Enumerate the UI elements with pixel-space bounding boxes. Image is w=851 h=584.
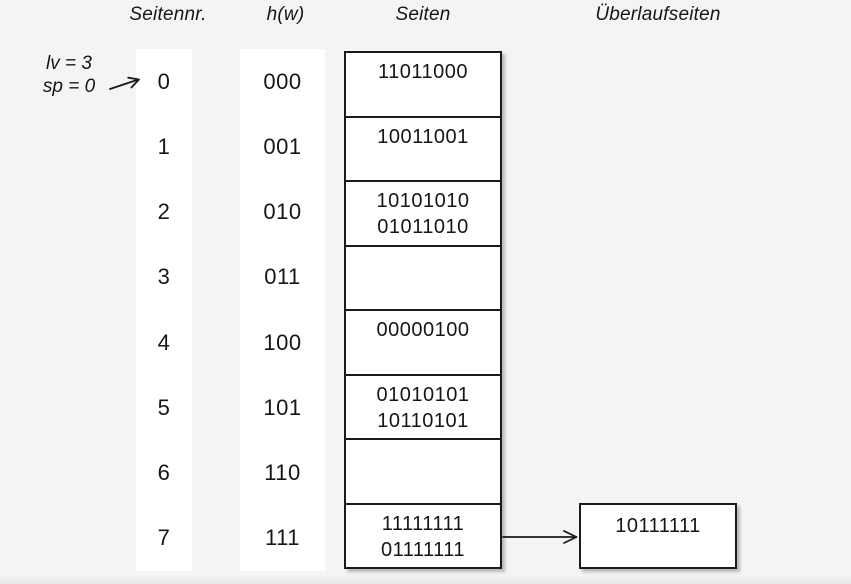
split-pointer-value: sp = 0 [42, 76, 96, 97]
page-entry: 10011001 [377, 125, 469, 148]
page-cell [346, 244, 500, 310]
page-entry: 11111111 [381, 512, 465, 535]
page-number: 6 [157, 460, 171, 486]
column-header-seitennr: Seitennr. [129, 4, 207, 25]
hash-value: 000 [263, 68, 302, 94]
page-number: 1 [157, 133, 171, 159]
split-pointer-arrow [109, 76, 140, 90]
state-annotation: lv = 3 sp = 0 [30, 52, 108, 98]
hash-value: 111 [265, 525, 300, 551]
page-entry: 01010101 [376, 383, 470, 406]
hash-value: 101 [263, 394, 302, 420]
hash-value: 001 [263, 133, 302, 159]
page-cell: 11011000 [346, 53, 500, 116]
page-entry: 10101010 [376, 190, 470, 212]
page-cell: 10011001 [346, 115, 500, 181]
page-number: 3 [157, 264, 171, 290]
page-cell: 11111111 01111111 [346, 502, 500, 568]
page-entry: 01111111 [380, 538, 466, 561]
overflow-entry: 10111111 [615, 515, 701, 537]
hw-column-background [240, 49, 325, 571]
page-cell [346, 438, 500, 503]
page-number: 5 [157, 394, 171, 420]
pages-box: 11011000 10011001 10101010 01011010 0000… [344, 51, 502, 569]
seitennr-column-background [136, 49, 192, 571]
hw-column: 000 001 010 011 100 101 110 111 [240, 49, 325, 571]
page-number: 2 [157, 199, 171, 225]
page-number: 4 [157, 329, 171, 355]
page-number: 7 [157, 525, 171, 551]
page-entry: 01011010 [377, 216, 469, 238]
overflow-page-box: 10111111 [579, 503, 737, 569]
hash-value: 011 [264, 264, 301, 290]
page-entry: 00000100 [376, 319, 470, 341]
level-value: lv = 3 [46, 53, 92, 74]
page-entry: 10110101 [377, 409, 469, 432]
hash-value: 110 [264, 460, 301, 486]
column-header-ueberlaufseiten: Überlaufseiten [595, 4, 721, 25]
overflow-arrow [502, 530, 578, 544]
page-cell: 10101010 01011010 [346, 180, 500, 245]
page-cell: 01010101 10110101 [346, 373, 500, 439]
hash-value: 010 [263, 199, 302, 225]
page-number: 0 [157, 68, 171, 94]
page-cell: 00000100 [346, 309, 500, 374]
column-header-seiten: Seiten [395, 4, 451, 25]
column-header-hw: h(w) [266, 4, 305, 25]
hash-value: 100 [263, 329, 302, 355]
page-entry: 11011000 [377, 61, 468, 83]
seitennr-column: 0 1 2 3 4 5 6 7 [136, 49, 192, 571]
